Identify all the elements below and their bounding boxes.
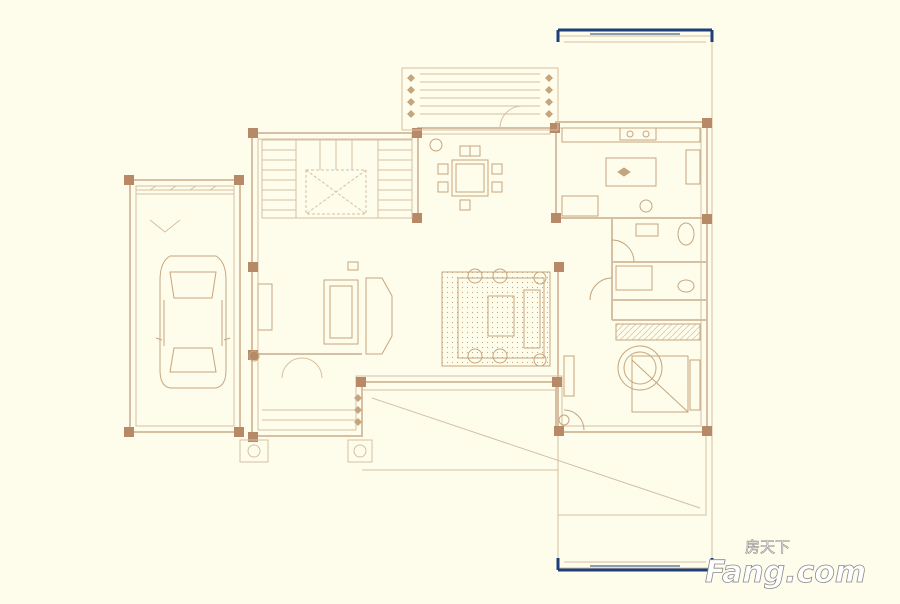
watermark-english: Fang.com	[705, 555, 866, 590]
car	[155, 255, 231, 389]
watermark-chinese: 房天下	[745, 538, 790, 556]
front-steps	[239, 439, 373, 463]
structural-columns	[124, 118, 712, 442]
windows	[556, 28, 714, 572]
entry-doors	[262, 357, 356, 431]
planter-top-left	[407, 74, 553, 118]
kitchen	[561, 127, 701, 217]
staircase	[261, 139, 413, 219]
bathroom	[589, 222, 695, 301]
dining-set	[429, 138, 503, 211]
watermark-logo: 房天下 Fang.com	[705, 538, 867, 591]
interior-walls	[251, 128, 707, 432]
top-steps	[401, 67, 559, 131]
living-room	[248, 261, 551, 367]
bedroom	[558, 323, 701, 431]
garage-door	[136, 185, 234, 233]
planter-front	[354, 394, 362, 426]
